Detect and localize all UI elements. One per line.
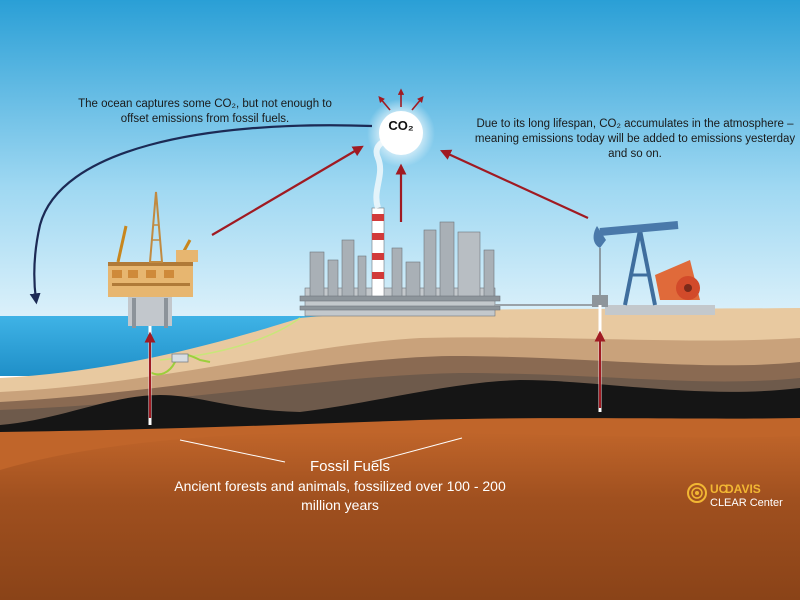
co2-accumulation-note: Due to its long lifespan, CO₂ accumulate… (474, 118, 796, 160)
ocean-capture-arrow (29, 124, 373, 305)
ucdavis-clear-logo: UC DAVIS CLEAR Center (686, 482, 796, 516)
pumpjack-to-co2-arrow (440, 149, 589, 219)
offshore-oil-platform (108, 191, 211, 425)
refinery (299, 207, 600, 317)
co2-label: CO₂ (388, 118, 414, 133)
logo-davis: DAVIS (725, 482, 761, 496)
fossil-label-leader-right (371, 437, 463, 463)
ocean-capture-note: The ocean captures some CO₂, but not eno… (78, 98, 332, 125)
fossil-fuels-title: Fossil Fuels (309, 458, 391, 475)
platform-to-co2-arrow (211, 145, 364, 236)
co2-bubble (379, 111, 423, 155)
logo-uc: UC (710, 482, 728, 496)
fossil-label-leader-left (179, 439, 286, 463)
fossil-fuels-description: Ancient forests and animals, fossilized … (174, 478, 506, 513)
pump-jack (592, 221, 715, 412)
co2-emanate-arrow-left (378, 96, 391, 111)
co2-emanate-arrow-right (411, 96, 424, 111)
ucdavis-logo-icon (687, 483, 707, 503)
logo-center: CLEAR Center (710, 497, 783, 509)
deep-soil (0, 431, 800, 600)
